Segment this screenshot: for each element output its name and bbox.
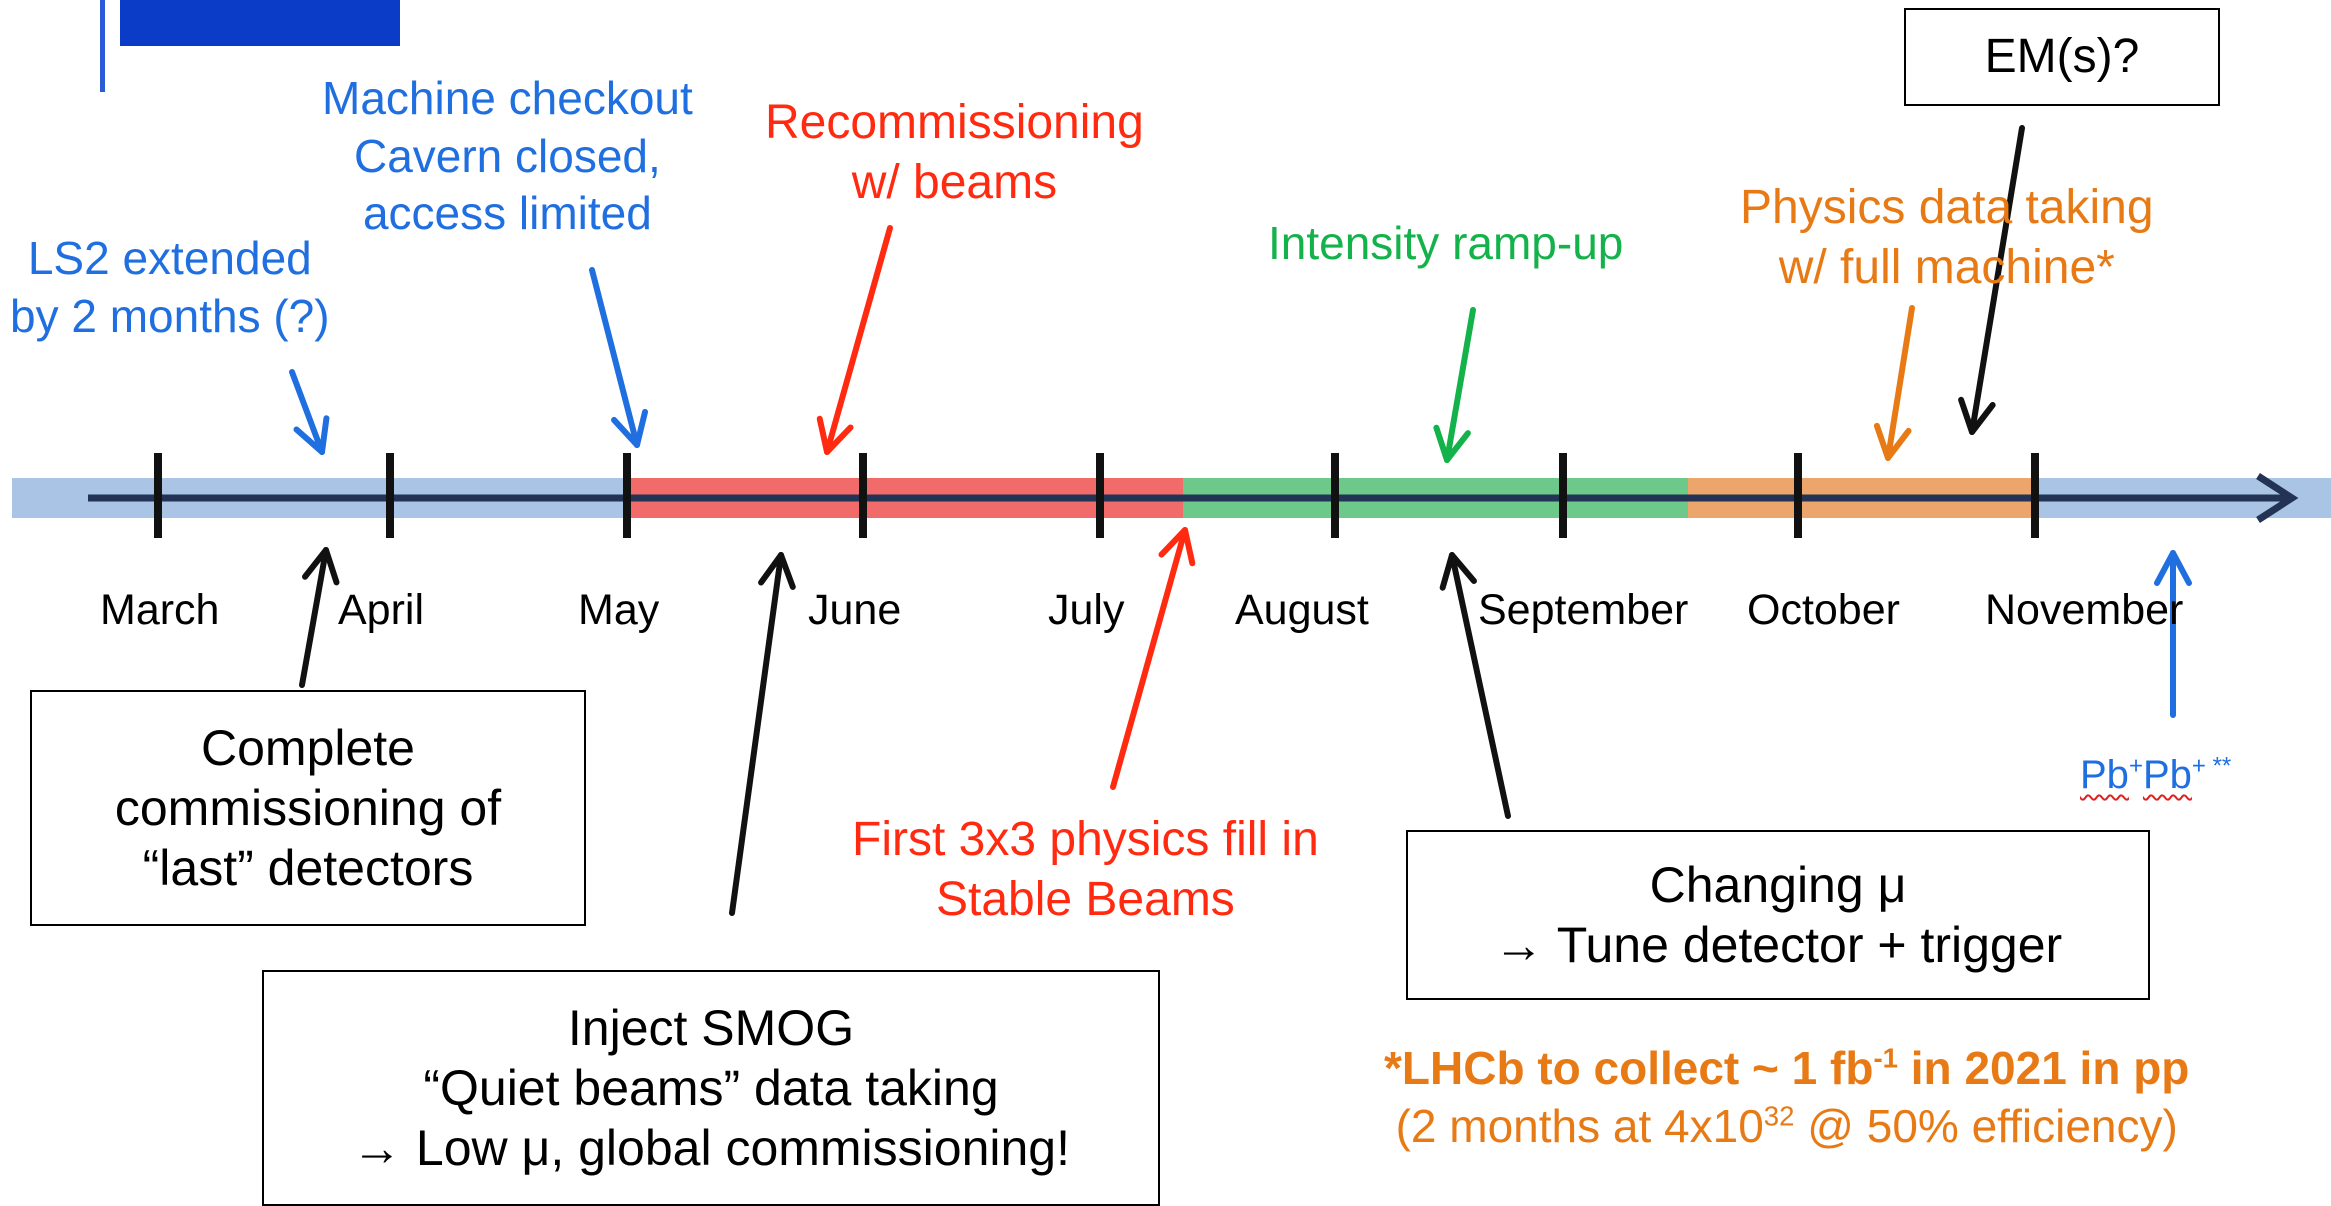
pbpb-pb1: Pb	[2080, 753, 2129, 797]
checkout-line3: access limited	[362, 187, 652, 239]
month-july: July	[1048, 586, 1125, 634]
month-ticks	[154, 453, 2039, 538]
smog-line2: “Quiet beams” data taking	[423, 1060, 999, 1116]
changing-line2: → Tune detector + trigger	[1493, 917, 2063, 973]
physics-arrow	[1873, 305, 1915, 461]
pbpb-pb2: Pb	[2142, 753, 2192, 797]
footnote-line1-pre: *LHCb to collect ~ 1 fb	[1384, 1042, 1874, 1094]
month-august: August	[1235, 586, 1369, 634]
footnote: *LHCb to collect ~ 1 fb-1 in 2021 in pp …	[1384, 1040, 2189, 1155]
changing-line1: Changing μ	[1649, 857, 1907, 913]
checkout-arrow	[589, 267, 649, 448]
logo	[120, 0, 400, 46]
first-fill-note: First 3x3 physics fill in Stable Beams	[852, 810, 1319, 930]
ls2-arrow	[289, 369, 330, 455]
month-april: April	[338, 586, 425, 634]
checkout-line2: Cavern closed,	[353, 129, 661, 182]
footnote-line1-post: in 2021 in pp	[1898, 1042, 2190, 1094]
smog-line3: → Low μ, global commissioning!	[352, 1120, 1070, 1176]
recomm-line2: w/ beams	[851, 156, 1058, 209]
checkout-line1: Machine checkout	[322, 72, 693, 124]
ls2-note: LS2 extended by 2 months (?)	[10, 230, 330, 345]
complete-line3: “last” detectors	[142, 840, 474, 896]
footnote-line2-sup: 32	[1763, 1100, 1795, 1132]
month-june: June	[808, 586, 902, 634]
footnote-line2: (2 months at 4x1032 @ 50% efficiency)	[1384, 1098, 2189, 1156]
changing-arrow	[1439, 552, 1511, 819]
first-fill-arrow	[1110, 527, 1196, 790]
smog-line1: Inject SMOG	[567, 1000, 855, 1056]
smog-arrow	[729, 552, 796, 916]
recomm-line1: Recommissioning	[765, 96, 1144, 149]
complete-commissioning-box: Complete commissioning of “last” detecto…	[30, 690, 586, 926]
physics-line1: Physics data taking	[1740, 181, 2154, 234]
complete-arrow	[299, 547, 340, 688]
logo-rule	[100, 0, 105, 92]
complete-line2: commissioning of	[114, 780, 502, 836]
pbpb-note: Pb+Pb+ **	[2080, 750, 2231, 800]
physics-line2: w/ full machine*	[1778, 241, 2115, 294]
em-label: EM(s)?	[1984, 30, 2140, 84]
month-may: May	[578, 586, 660, 634]
physics-note: Physics data taking w/ full machine*	[1740, 178, 2154, 298]
changing-mu-box: Changing μ → Tune detector + trigger	[1406, 830, 2150, 1000]
pbpb-stars: **	[2205, 752, 2232, 780]
month-march: March	[100, 586, 220, 634]
pbpb-charge1: +	[2128, 752, 2143, 780]
checkout-note: Machine checkout Cavern closed, access l…	[322, 70, 693, 243]
smog-box: Inject SMOG “Quiet beams” data taking → …	[262, 970, 1160, 1206]
footnote-line2-pre: (2 months at 4x10	[1395, 1099, 1764, 1152]
complete-line1: Complete	[201, 720, 415, 776]
footnote-line1: *LHCb to collect ~ 1 fb-1 in 2021 in pp	[1384, 1040, 2189, 1098]
first-fill-line2: Stable Beams	[935, 873, 1235, 926]
em-box: EM(s)?	[1904, 8, 2220, 106]
recomm-arrow	[816, 225, 893, 455]
recommissioning-note: Recommissioning w/ beams	[765, 93, 1144, 213]
month-november: November	[1985, 586, 2184, 634]
ramp-arrow	[1433, 307, 1476, 463]
pbpb-arrow	[2154, 550, 2192, 718]
footnote-line2-post: @ 50% efficiency)	[1794, 1099, 2178, 1152]
ls2-line2: by 2 months (?)	[10, 289, 330, 342]
ls2-line1: LS2 extended	[27, 232, 312, 284]
intensity-ramp-note: Intensity ramp-up	[1268, 217, 1624, 269]
pbpb-charge2: +	[2191, 752, 2206, 780]
pointer-arrows	[289, 125, 2192, 916]
em-arrow	[1958, 125, 2025, 435]
month-october: October	[1747, 586, 1900, 634]
timeline-arrowhead	[2256, 473, 2299, 523]
first-fill-line1: First 3x3 physics fill in	[852, 813, 1319, 866]
month-september: September	[1478, 586, 1689, 634]
footnote-line1-sup: -1	[1873, 1042, 1898, 1074]
